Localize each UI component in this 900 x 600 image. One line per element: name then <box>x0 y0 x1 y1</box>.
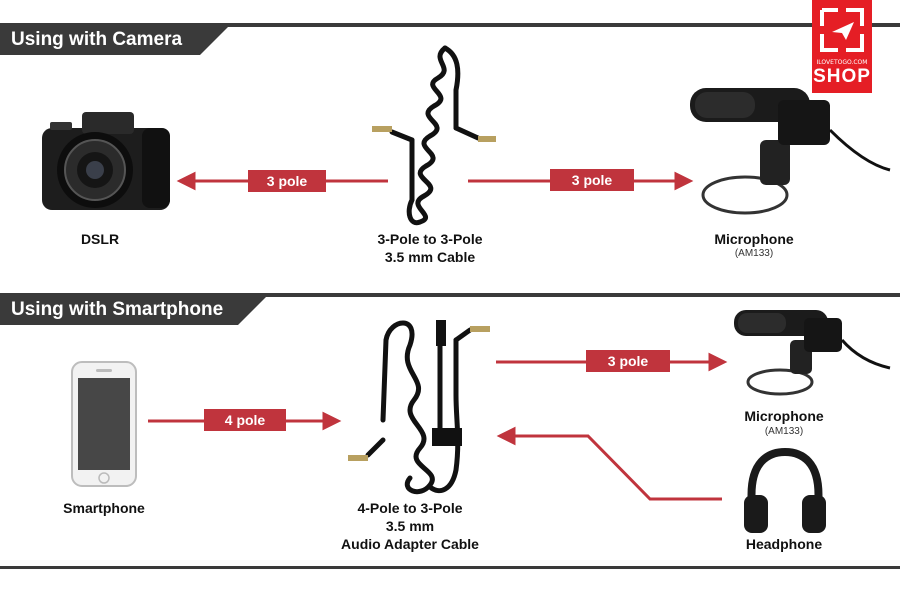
microphone-top-label: Microphone <box>714 231 794 247</box>
smartphone-section-title: Using with Smartphone <box>0 295 268 325</box>
adapter-cable-4to3-icon <box>365 320 473 495</box>
microphone-bottom-icon <box>734 310 891 396</box>
splitter-block-icon <box>432 428 462 446</box>
camera-section-title: Using with Camera <box>0 25 230 55</box>
shop-logo[interactable]: ILOVETOGO.COM SHOP <box>812 0 872 93</box>
camera-section-divider <box>0 23 900 27</box>
microphone-bottom-model: (AM133) <box>764 426 804 437</box>
smartphone-section-divider <box>0 293 900 297</box>
smartphone-label: Smartphone <box>63 500 145 516</box>
pole-label-phone-mic: 3 pole <box>586 350 670 372</box>
pole-label-phone: 4 pole <box>204 409 286 431</box>
cable-3pole-label-line1: 3-Pole to 3-Pole <box>377 231 483 247</box>
headphone-icon <box>744 447 826 533</box>
smartphone-icon <box>71 361 137 487</box>
adapter-cable-label-line1: 4-Pole to 3-Pole <box>357 500 463 516</box>
logo-site-text: ILOVETOGO.COM <box>816 59 868 66</box>
bottom-divider <box>0 566 900 569</box>
plug-tip-left-icon <box>372 126 392 132</box>
arrow-headphone-to-adapter <box>496 426 722 501</box>
coiled-cable-3pole-icon <box>389 45 481 226</box>
adapter-cable-label-line3: Audio Adapter Cable <box>341 536 479 552</box>
dslr-camera-icon <box>42 112 170 210</box>
microphone-top-model: (AM133) <box>734 248 774 259</box>
headphone-label: Headphone <box>745 536 823 552</box>
adapter-plug-right-icon <box>470 326 490 332</box>
logo-shop-text: SHOP <box>813 66 871 87</box>
pole-label-camera-left: 3 pole <box>248 170 326 192</box>
adapter-plug-left-icon <box>348 455 368 461</box>
microphone-top-icon <box>690 88 891 215</box>
logo-mark-icon <box>820 8 864 52</box>
plug-tip-right-icon <box>478 136 496 142</box>
cable-3pole-label-line2: 3.5 mm Cable <box>384 249 476 265</box>
adapter-cable-label-line2: 3.5 mm <box>385 518 435 534</box>
dslr-label: DSLR <box>80 231 120 247</box>
microphone-bottom-label: Microphone <box>744 408 824 424</box>
pole-label-camera-right: 3 pole <box>550 169 634 191</box>
female-jack-icon <box>436 320 446 346</box>
